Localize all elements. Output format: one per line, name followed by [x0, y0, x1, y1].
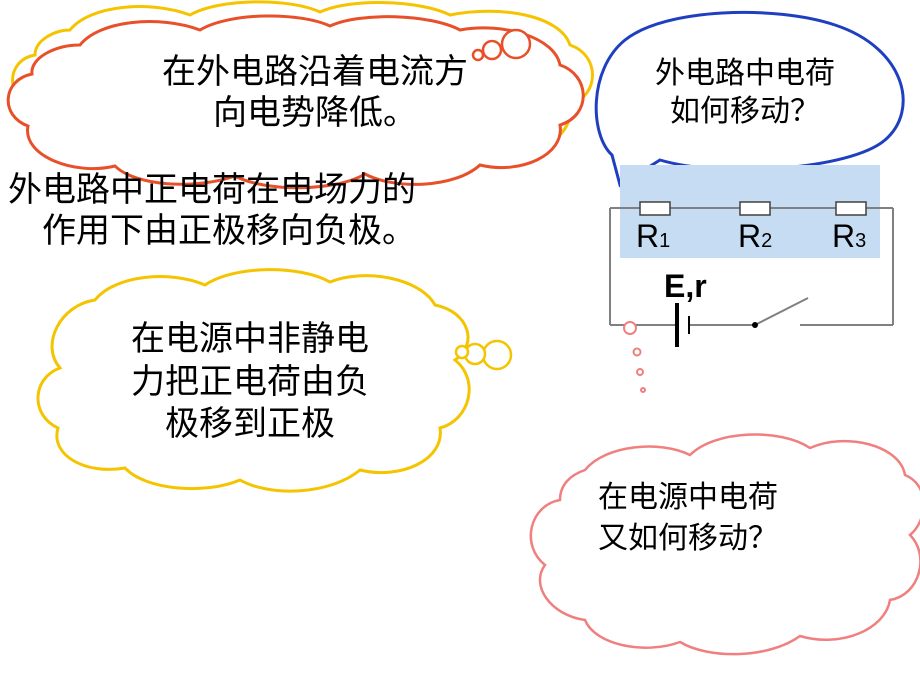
statement-line2: 作用下由正极移向负极。 — [42, 210, 416, 251]
label-source: E,r — [664, 268, 707, 304]
statement-text: 外电路中正电荷在电场力的 作用下由正极移向负极。 — [8, 170, 528, 252]
label-r2-main: R — [738, 218, 762, 254]
cloud-question-text: 在电源中电荷 又如何移动？ — [598, 478, 858, 559]
circuit-wires — [609, 207, 894, 326]
label-r3: R3 — [832, 218, 866, 255]
cloud-left-line3: 极移到正极 — [165, 404, 335, 444]
cloud-top-line2: 向电势降低。 — [213, 92, 417, 133]
label-r3-sub: 3 — [855, 230, 867, 252]
label-r1-sub: 1 — [659, 230, 671, 252]
bubble-question-line1: 外电路中电荷 — [655, 56, 835, 91]
cloud-top-line1: 在外电路沿着电流方 — [162, 52, 468, 92]
battery-symbol — [675, 303, 690, 347]
cloud-top-text: 在外电路沿着电流方 向电势降低。 — [95, 52, 535, 134]
statement-line1: 外电路中正电荷在电场力的 — [8, 170, 416, 210]
bubble-question-text: 外电路中电荷 如何移动？ — [615, 55, 875, 130]
label-r1-main: R — [636, 218, 660, 254]
label-r3-main: R — [832, 218, 856, 254]
label-r2: R2 — [738, 218, 772, 255]
cloud-left-line2: 力把正电荷由负 — [131, 361, 369, 402]
cloud-left-text: 在电源中非静电 力把正电荷由负 极移到正极 — [90, 318, 410, 446]
cloud-left — [36, 268, 471, 493]
switch-pivot — [752, 322, 758, 328]
resistor-r2 — [739, 201, 771, 216]
cloud-left-thought-circles — [454, 339, 513, 371]
cloud-top — [6, 14, 585, 190]
cloud-question-line1: 在电源中电荷 — [598, 480, 778, 515]
resistor-r1 — [639, 201, 671, 216]
label-r1: R1 — [636, 218, 670, 255]
resistor-r3 — [835, 201, 867, 216]
label-r2-sub: 2 — [761, 230, 773, 252]
bubble-question-line2: 如何移动？ — [670, 93, 820, 129]
cloud-left-line1: 在电源中非静电 — [131, 319, 369, 359]
cloud-top-thought-circles — [471, 28, 532, 62]
cloud-question-thought-circles — [623, 321, 646, 393]
cloud-question — [529, 433, 920, 656]
cloud-question-line2: 又如何移动？ — [598, 520, 778, 556]
